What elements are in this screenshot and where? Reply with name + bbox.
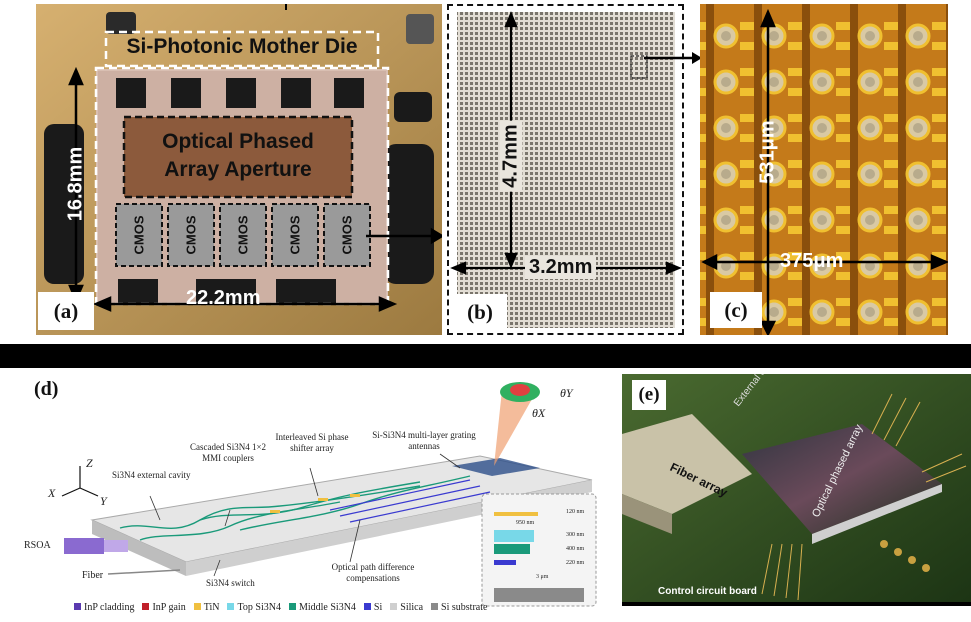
legend-item: Si substrate (431, 602, 487, 613)
panel-e-tag: (e) (632, 380, 666, 410)
cmos-block-3: CMOS (220, 204, 266, 266)
packaged-module (622, 374, 971, 606)
cmos-label: CMOS (339, 215, 355, 255)
label-board: Control circuit board (658, 586, 757, 597)
label-mmi: Cascaded Si3N4 1×2 MMI couplers (189, 442, 267, 463)
antenna-closeup (700, 4, 948, 335)
cmos-block-1: CMOS (116, 204, 162, 266)
panel-a-title: Si-Photonic Mother Die (126, 35, 358, 58)
panel-a-tag: (a) (38, 292, 94, 330)
axis-z-label: Z (86, 456, 93, 470)
height-label-b: 4.7mm (499, 120, 523, 192)
cmos-label: CMOS (287, 215, 303, 255)
label-switch: Si3N4 switch (206, 578, 255, 588)
legend-swatch (142, 603, 150, 610)
width-label-c: 375μm (780, 250, 844, 272)
legend-item: InP cladding (74, 602, 134, 613)
legend-item: TiN (193, 602, 219, 613)
legend-swatch (390, 603, 398, 610)
legend-item: Middle Si3N4 (288, 602, 356, 613)
panel-b-tag: (b) (453, 294, 507, 330)
legend-swatch (74, 603, 81, 610)
label-rsoa: RSOA (24, 540, 51, 551)
label-external-cavity: Si3N4 external cavity (112, 470, 191, 480)
panel-d: (d) (0, 370, 612, 622)
width-label-b: 3.2mm (525, 256, 597, 279)
legend-item: Silica (390, 602, 423, 613)
legend: InP cladding InP gain TiN Top Si3N4 Midd… (74, 602, 487, 613)
legend-swatch (431, 603, 439, 610)
stack-label-5: 220 nm (566, 560, 585, 566)
arrow-b-to-c (644, 52, 702, 64)
cmos-block-5: CMOS (324, 204, 370, 266)
legend-swatch (288, 603, 296, 610)
stack-label-3: 300 nm (566, 532, 585, 538)
stack-label-1: 120 nm (566, 509, 585, 515)
legend-item: Top Si3N4 (227, 602, 281, 613)
panel-a: Si-Photonic Mother Die Optical Phased Ar… (36, 4, 442, 335)
panel-c: 531μm 375μm (c) (700, 4, 948, 335)
divider-bar (0, 344, 971, 368)
panel-a-photo (36, 4, 442, 335)
stack-label-2: 950 nm (516, 520, 535, 526)
aperture-label-line1: Optical Phased (162, 130, 314, 153)
cmos-label: CMOS (183, 215, 199, 255)
axis-x-label: X (48, 486, 56, 500)
cmos-block-2: CMOS (168, 204, 214, 266)
theta-y-label: θY (560, 386, 573, 400)
axis-y-label: Y (100, 494, 107, 508)
height-label-c: 531μm (756, 120, 779, 184)
cmos-label: CMOS (235, 215, 251, 255)
panel-c-tag: (c) (710, 292, 762, 328)
label-phase-shifter: Interleaved Si phase shifter array (275, 432, 349, 453)
chip-schematic (61, 382, 597, 607)
panel-e: External cavity Laser Fiber array Optica… (622, 374, 971, 606)
legend-item: InP gain (142, 602, 186, 613)
cmos-block-4: CMOS (272, 204, 318, 266)
stack-label-6: 3 μm (536, 574, 549, 580)
width-label-a: 22.2mm (186, 287, 261, 309)
label-opd: Optical path difference compensations (331, 562, 415, 583)
panel-d-tag: (d) (34, 378, 59, 400)
height-label-a: 16.8mm (64, 146, 87, 222)
label-fiber: Fiber (82, 570, 104, 581)
legend-swatch (227, 603, 235, 610)
legend-swatch (363, 603, 371, 610)
stack-label-4: 400 nm (566, 546, 585, 552)
legend-swatch (193, 603, 201, 610)
legend-item: Si (363, 602, 382, 613)
aperture-label-line2: Array Aperture (164, 158, 312, 181)
label-antennas: Si-Si3N4 multi-layer grating antennas (372, 430, 476, 451)
cmos-label: CMOS (131, 215, 147, 255)
theta-x-label: θX (532, 406, 546, 420)
